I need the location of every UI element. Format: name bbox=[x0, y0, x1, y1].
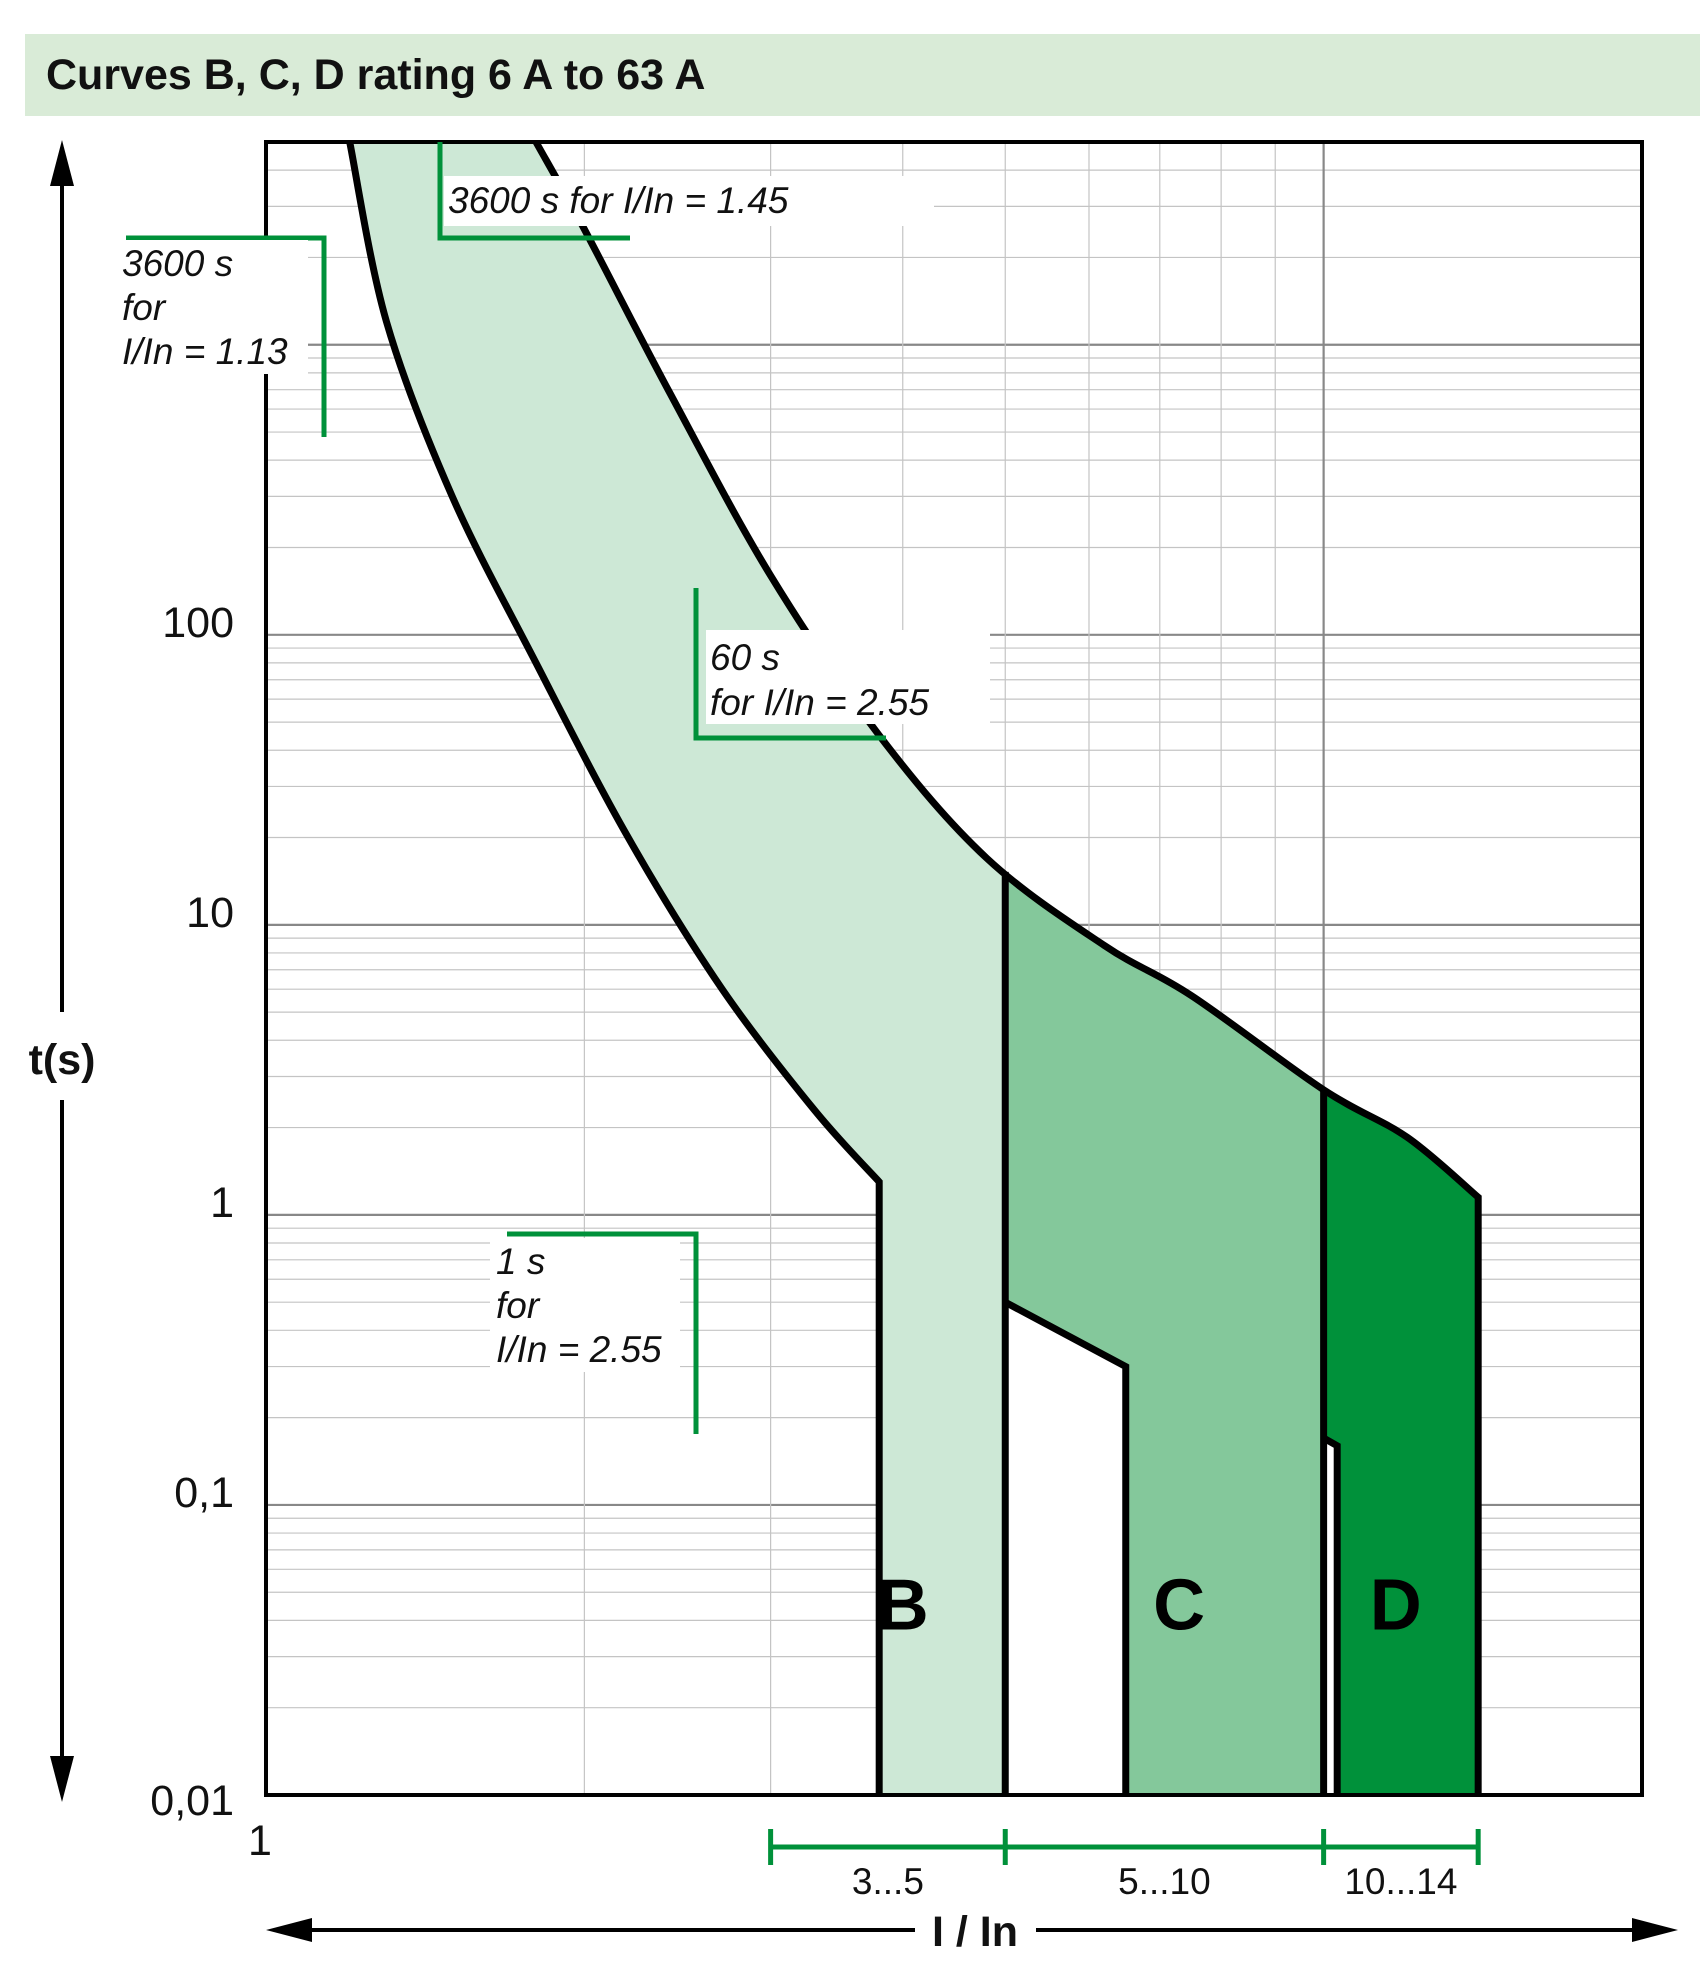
y-tick-label: 100 bbox=[162, 599, 234, 647]
left-arrow-icon bbox=[266, 1918, 312, 1942]
range-label-c: 5...10 bbox=[1118, 1861, 1211, 1902]
down-arrow-icon bbox=[50, 1756, 74, 1802]
range-label-b: 3...5 bbox=[852, 1861, 924, 1902]
curve-c-label: C bbox=[1153, 1566, 1205, 1646]
title-band bbox=[25, 34, 1700, 116]
curve-b-label: B bbox=[877, 1566, 929, 1646]
annotation-3600-113-line3: I/In = 1.13 bbox=[122, 331, 288, 372]
annotation-1-255-line2: for bbox=[496, 1285, 541, 1326]
y-tick-label: 10 bbox=[186, 889, 234, 937]
annotation-60-255-line2: for I/In = 2.55 bbox=[710, 682, 929, 723]
y-tick-label: 0,01 bbox=[150, 1777, 234, 1825]
annotation-60-255-line1: 60 s bbox=[710, 637, 780, 678]
annotation-bg bbox=[490, 1238, 680, 1372]
right-arrow-icon bbox=[1632, 1918, 1678, 1942]
plot-frame bbox=[264, 140, 1644, 1797]
range-bar bbox=[768, 1829, 1481, 1865]
bracket-3600-113 bbox=[126, 235, 327, 437]
annotation-brackets bbox=[126, 142, 886, 1434]
x-axis-arrow bbox=[266, 1918, 1678, 1942]
curve-lower-bound bbox=[346, 141, 883, 1796]
annotation-1-255-line3: I/In = 2.55 bbox=[496, 1329, 662, 1370]
annotation-3600-113-line1: 3600 s bbox=[122, 243, 233, 284]
bracket-60-255 bbox=[693, 588, 886, 741]
y-axis-arrow bbox=[50, 140, 74, 1802]
up-arrow-icon bbox=[50, 140, 74, 186]
curve-d-area bbox=[1323, 1089, 1479, 1795]
chart-title: Curves B, C, D rating 6 A to 63 A bbox=[46, 51, 706, 99]
y-axis-label: t(s) bbox=[29, 1036, 96, 1084]
curve-d-label: D bbox=[1370, 1566, 1422, 1646]
annotation-bg bbox=[444, 176, 934, 226]
annotation-3600-145: 3600 s for I/In = 1.45 bbox=[448, 180, 789, 221]
annotation-3600-113-line2: for bbox=[122, 287, 167, 328]
bracket-1-255 bbox=[507, 1231, 699, 1434]
annotation-bg bbox=[706, 630, 990, 724]
curve-c-inner-edge bbox=[1003, 1299, 1130, 1795]
annotation-1-255-line1: 1 s bbox=[496, 1241, 545, 1282]
range-label-d: 10...14 bbox=[1344, 1861, 1457, 1902]
y-tick-label: 1 bbox=[210, 1179, 234, 1227]
curve-d-inner-edge bbox=[1321, 1435, 1341, 1795]
bracket-3600-145 bbox=[437, 142, 630, 241]
y-tick-label: 0,1 bbox=[174, 1469, 234, 1517]
curve-b-area bbox=[349, 142, 1006, 1795]
x-axis-label: I / In bbox=[932, 1908, 1018, 1956]
annotation-bg bbox=[118, 240, 308, 374]
x-tick-label: 1 bbox=[248, 1817, 272, 1865]
curve-c-notch bbox=[1005, 1302, 1126, 1795]
